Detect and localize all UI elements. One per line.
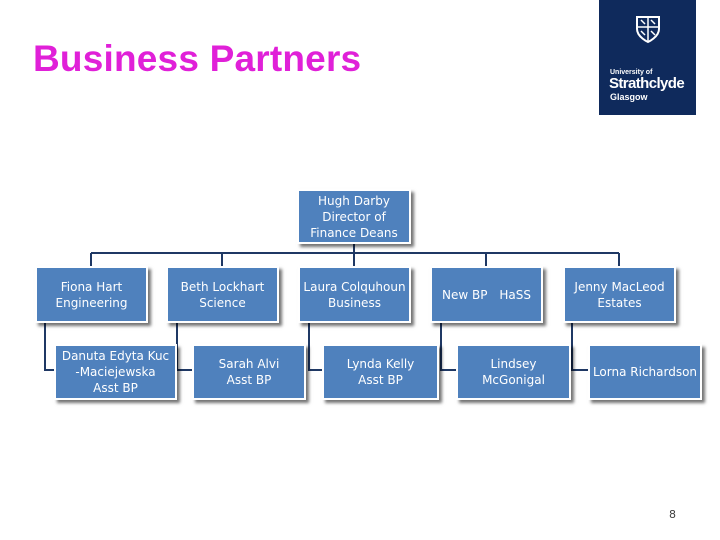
connector-lindsey (440, 323, 456, 371)
logo-line-3: Glasgow (610, 92, 648, 102)
partner-box-newbp[interactable]: New BP HaSS (430, 266, 543, 323)
assistant-box-lynda[interactable]: Lynda Kelly Asst BP (322, 344, 439, 400)
page-title: Business Partners (33, 38, 362, 79)
university-logo: University of Strathclyde Glasgow (599, 0, 696, 115)
assistant-box-sarah[interactable]: Sarah Alvi Asst BP (192, 344, 306, 400)
assistant-box-lorna[interactable]: Lorna Richardson (588, 344, 702, 400)
partner-label-fiona: Fiona Hart Engineering (55, 279, 128, 310)
connector-sarah (176, 323, 192, 371)
assistant-label-danuta: Danuta Edyta Kuc -Maciejewska Asst BP (61, 349, 170, 395)
connector-lynda (308, 323, 322, 371)
partner-box-fiona[interactable]: Fiona Hart Engineering (35, 266, 148, 323)
director-box[interactable]: Hugh Darby Director of Finance Deans (297, 189, 411, 244)
logo-line-1: University of (610, 69, 653, 76)
partner-label-jenny: Jenny MacLeod Estates (574, 279, 665, 310)
partner-label-newbp: New BP (442, 287, 488, 302)
logo-line-2: Strathclyde (609, 75, 685, 92)
connector-lorna (571, 323, 588, 371)
partner-box-laura[interactable]: Laura Colquhoun Business (298, 266, 411, 323)
assistant-box-lindsey[interactable]: Lindsey McGonigal (456, 344, 571, 400)
partner-label-hass: HaSS (499, 287, 531, 302)
page-number: 8 (669, 508, 676, 521)
assistant-label-lynda: Lynda Kelly Asst BP (346, 357, 415, 387)
partner-label-laura: Laura Colquhoun Business (303, 279, 406, 310)
connector-danuta (44, 323, 54, 371)
director-label: Hugh Darby Director of Finance Deans (310, 193, 398, 240)
assistant-label-lorna: Lorna Richardson (592, 365, 698, 379)
assistant-label-lindsey: Lindsey McGonigal (482, 357, 545, 387)
partner-box-jenny[interactable]: Jenny MacLeod Estates (563, 266, 676, 323)
assistant-label-sarah: Sarah Alvi Asst BP (218, 357, 280, 387)
crest-icon (636, 16, 660, 44)
partner-label-beth: Beth Lockhart Science (180, 279, 265, 310)
partner-box-beth[interactable]: Beth Lockhart Science (166, 266, 279, 323)
assistant-box-danuta[interactable]: Danuta Edyta Kuc -Maciejewska Asst BP (54, 344, 177, 400)
